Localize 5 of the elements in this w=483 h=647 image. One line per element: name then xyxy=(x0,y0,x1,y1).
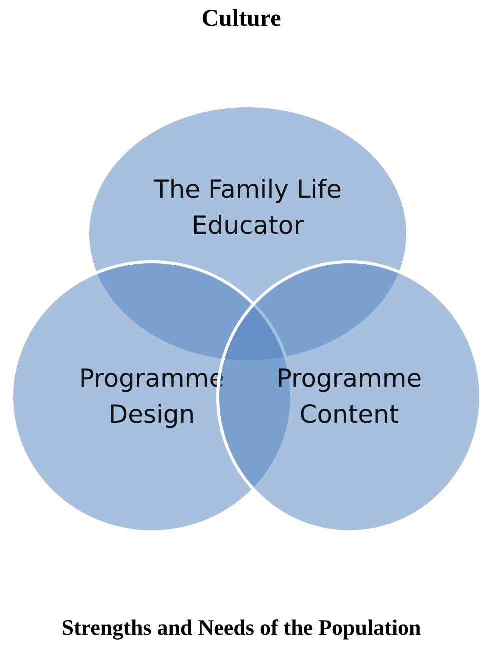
circle-label: Programme Design xyxy=(78,363,226,431)
caption: Strengths and Needs of the Population xyxy=(62,615,422,641)
title: Culture xyxy=(202,6,282,33)
circle-label: The Family Life Educator xyxy=(153,174,343,242)
circle-label: Programme Content xyxy=(276,363,424,431)
